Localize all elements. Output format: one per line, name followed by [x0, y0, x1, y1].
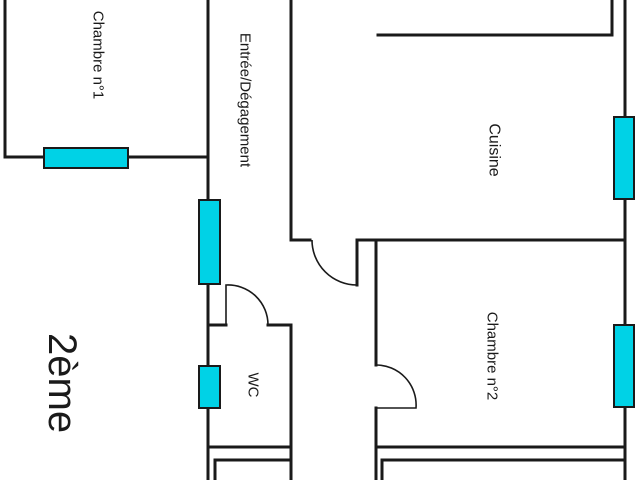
- wall-cuisine-inner: [376, 0, 614, 37]
- wall-cuisine-left: [289, 0, 312, 242]
- label-chambre1: Chambre n°1: [90, 11, 107, 100]
- window-chambre2: [613, 324, 635, 408]
- wall-lower-left: [213, 458, 293, 480]
- door-cuisine: [311, 239, 358, 286]
- label-wc: WC: [245, 373, 262, 398]
- doors: [225, 239, 417, 409]
- window-wc: [198, 365, 221, 409]
- wall-chambre1: [3, 0, 210, 159]
- label-cuisine: Cuisine: [486, 123, 503, 176]
- door-wc: [225, 284, 269, 326]
- label-floor: 2ème: [40, 333, 84, 433]
- walls: [3, 0, 627, 480]
- label-chambre2: Chambre n°2: [484, 312, 501, 401]
- door-chambre2: [375, 364, 417, 409]
- wall-wc: [206, 323, 293, 480]
- wall-lower-right: [380, 458, 627, 480]
- room-labels: Chambre n°1 Entrée/Dégagement Cuisine WC…: [40, 11, 503, 433]
- windows: [43, 116, 635, 409]
- window-corridor: [198, 199, 221, 285]
- label-entree: Entrée/Dégagement: [237, 33, 254, 168]
- window-chambre1: [43, 147, 129, 169]
- window-cuisine: [613, 116, 635, 200]
